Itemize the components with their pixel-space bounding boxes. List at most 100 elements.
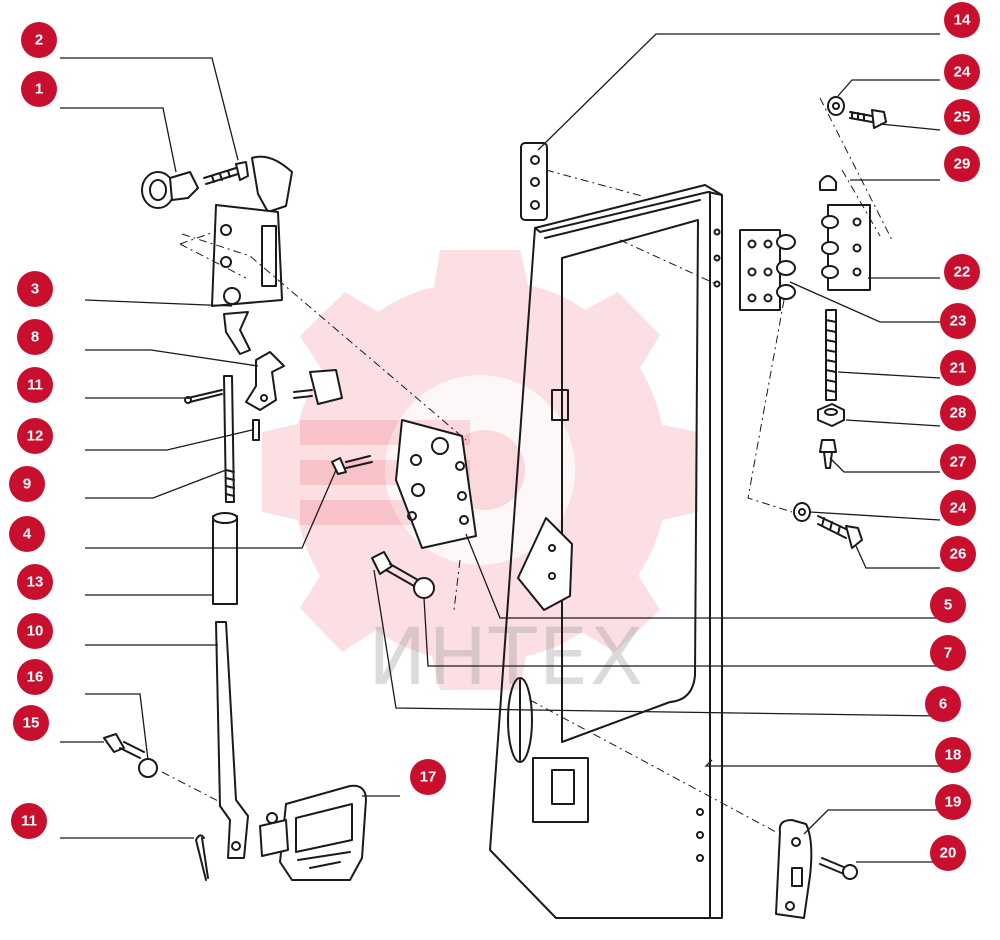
callout-badge [21, 22, 57, 58]
callout-number: 26 [950, 546, 967, 563]
callout-badge [935, 737, 971, 773]
callout-badge [940, 490, 976, 526]
callout-number: 4 [23, 526, 32, 543]
small-latch [293, 369, 343, 405]
callout-number: 13 [27, 574, 44, 591]
lock-body [211, 155, 293, 355]
callout-badge [940, 395, 976, 431]
callout-29: 29 [944, 146, 980, 182]
callout-number: 21 [950, 360, 967, 377]
part-23-hinge [739, 229, 796, 311]
part-26-bolt [817, 515, 863, 549]
part-10-rod [215, 621, 249, 859]
part-24-washer-top [827, 96, 845, 116]
callout-badge [17, 271, 53, 307]
callout-2: 2 [21, 22, 57, 58]
callout-number: 18 [945, 747, 962, 764]
callout-number: 15 [23, 715, 40, 732]
callout-number: 17 [420, 769, 437, 786]
callout-badge [410, 759, 446, 795]
callout-23: 23 [940, 303, 976, 339]
callout-25: 25 [944, 99, 980, 135]
part-20-screw [819, 857, 858, 880]
callout-badge [925, 686, 961, 722]
part-15-bolt [103, 733, 145, 759]
callout-badge [17, 418, 53, 454]
callout-number: 22 [954, 264, 971, 281]
part-1-knob [141, 171, 199, 209]
callout-badge [930, 635, 966, 671]
callout-badge [944, 2, 980, 38]
callout-number: 1 [35, 81, 43, 98]
callout-badge [944, 54, 980, 90]
callout-number: 3 [31, 281, 39, 298]
callout-24-top: 24 [944, 54, 980, 90]
callout-5: 5 [930, 587, 966, 623]
callout-number: 24 [950, 500, 967, 517]
callout-badge [944, 254, 980, 290]
callout-badge [944, 99, 980, 135]
callout-11-top: 11 [17, 367, 53, 403]
callout-11-bottom: 11 [11, 803, 47, 839]
callout-number: 16 [27, 669, 44, 686]
part-14-mount-plate [520, 142, 548, 221]
callout-badge [11, 803, 47, 839]
part-25-bolt [849, 109, 887, 129]
callout-20: 20 [930, 835, 966, 871]
callout-19: 19 [935, 784, 971, 820]
part-11-cotter-pin [195, 834, 209, 881]
callout-10: 10 [17, 613, 53, 649]
callout-badge [21, 71, 57, 107]
callout-21: 21 [940, 350, 976, 386]
part-11-pin-top [184, 389, 223, 404]
callout-badge [944, 146, 980, 182]
part-24-washer-lower [793, 502, 811, 522]
watermark-gear-logo [262, 250, 698, 690]
callout-number: 11 [21, 813, 37, 830]
callout-4: 4 [9, 516, 45, 552]
callout-badge [9, 466, 45, 502]
callout-badge [17, 367, 53, 403]
callout-number: 23 [950, 313, 967, 330]
callout-number: 12 [27, 428, 44, 445]
callout-number: 10 [27, 623, 44, 640]
callout-number: 6 [939, 696, 947, 713]
leader-lines [60, 33, 941, 863]
part-6-bolt [371, 551, 419, 587]
callout-badge [940, 303, 976, 339]
part-7-washer [413, 577, 435, 599]
callout-1: 1 [21, 71, 57, 107]
part-9-rod [223, 375, 235, 503]
callout-15: 15 [13, 705, 49, 741]
callout-24-lower: 24 [940, 490, 976, 526]
callout-number: 5 [944, 597, 952, 614]
part-28-nut [817, 403, 845, 427]
callout-number: 9 [23, 476, 31, 493]
callout-badge [930, 587, 966, 623]
callout-number: 7 [944, 645, 952, 662]
part-5-plate [395, 419, 573, 611]
callout-17: 17 [410, 759, 446, 795]
part-2-screw [203, 161, 249, 185]
callout-number: 24 [954, 64, 971, 81]
callout-12: 12 [17, 418, 53, 454]
callout-badge [17, 319, 53, 355]
callout-9: 9 [9, 466, 45, 502]
callout-6: 6 [925, 686, 961, 722]
part-13-sleeve [212, 512, 238, 605]
callout-13: 13 [17, 564, 53, 600]
part-19-striker [775, 819, 813, 919]
callout-28: 28 [940, 395, 976, 431]
callout-badge [17, 659, 53, 695]
callout-27: 27 [940, 444, 976, 480]
part-21-threaded-rod [825, 309, 837, 401]
part-29-cap-nut [819, 175, 837, 191]
callout-26: 26 [940, 536, 976, 572]
callout-22: 22 [944, 254, 980, 290]
callout-number: 20 [940, 845, 957, 862]
callout-number: 2 [35, 32, 43, 49]
part-12-dowel [252, 419, 260, 441]
callout-number: 14 [954, 12, 971, 29]
callout-badge [13, 705, 49, 741]
